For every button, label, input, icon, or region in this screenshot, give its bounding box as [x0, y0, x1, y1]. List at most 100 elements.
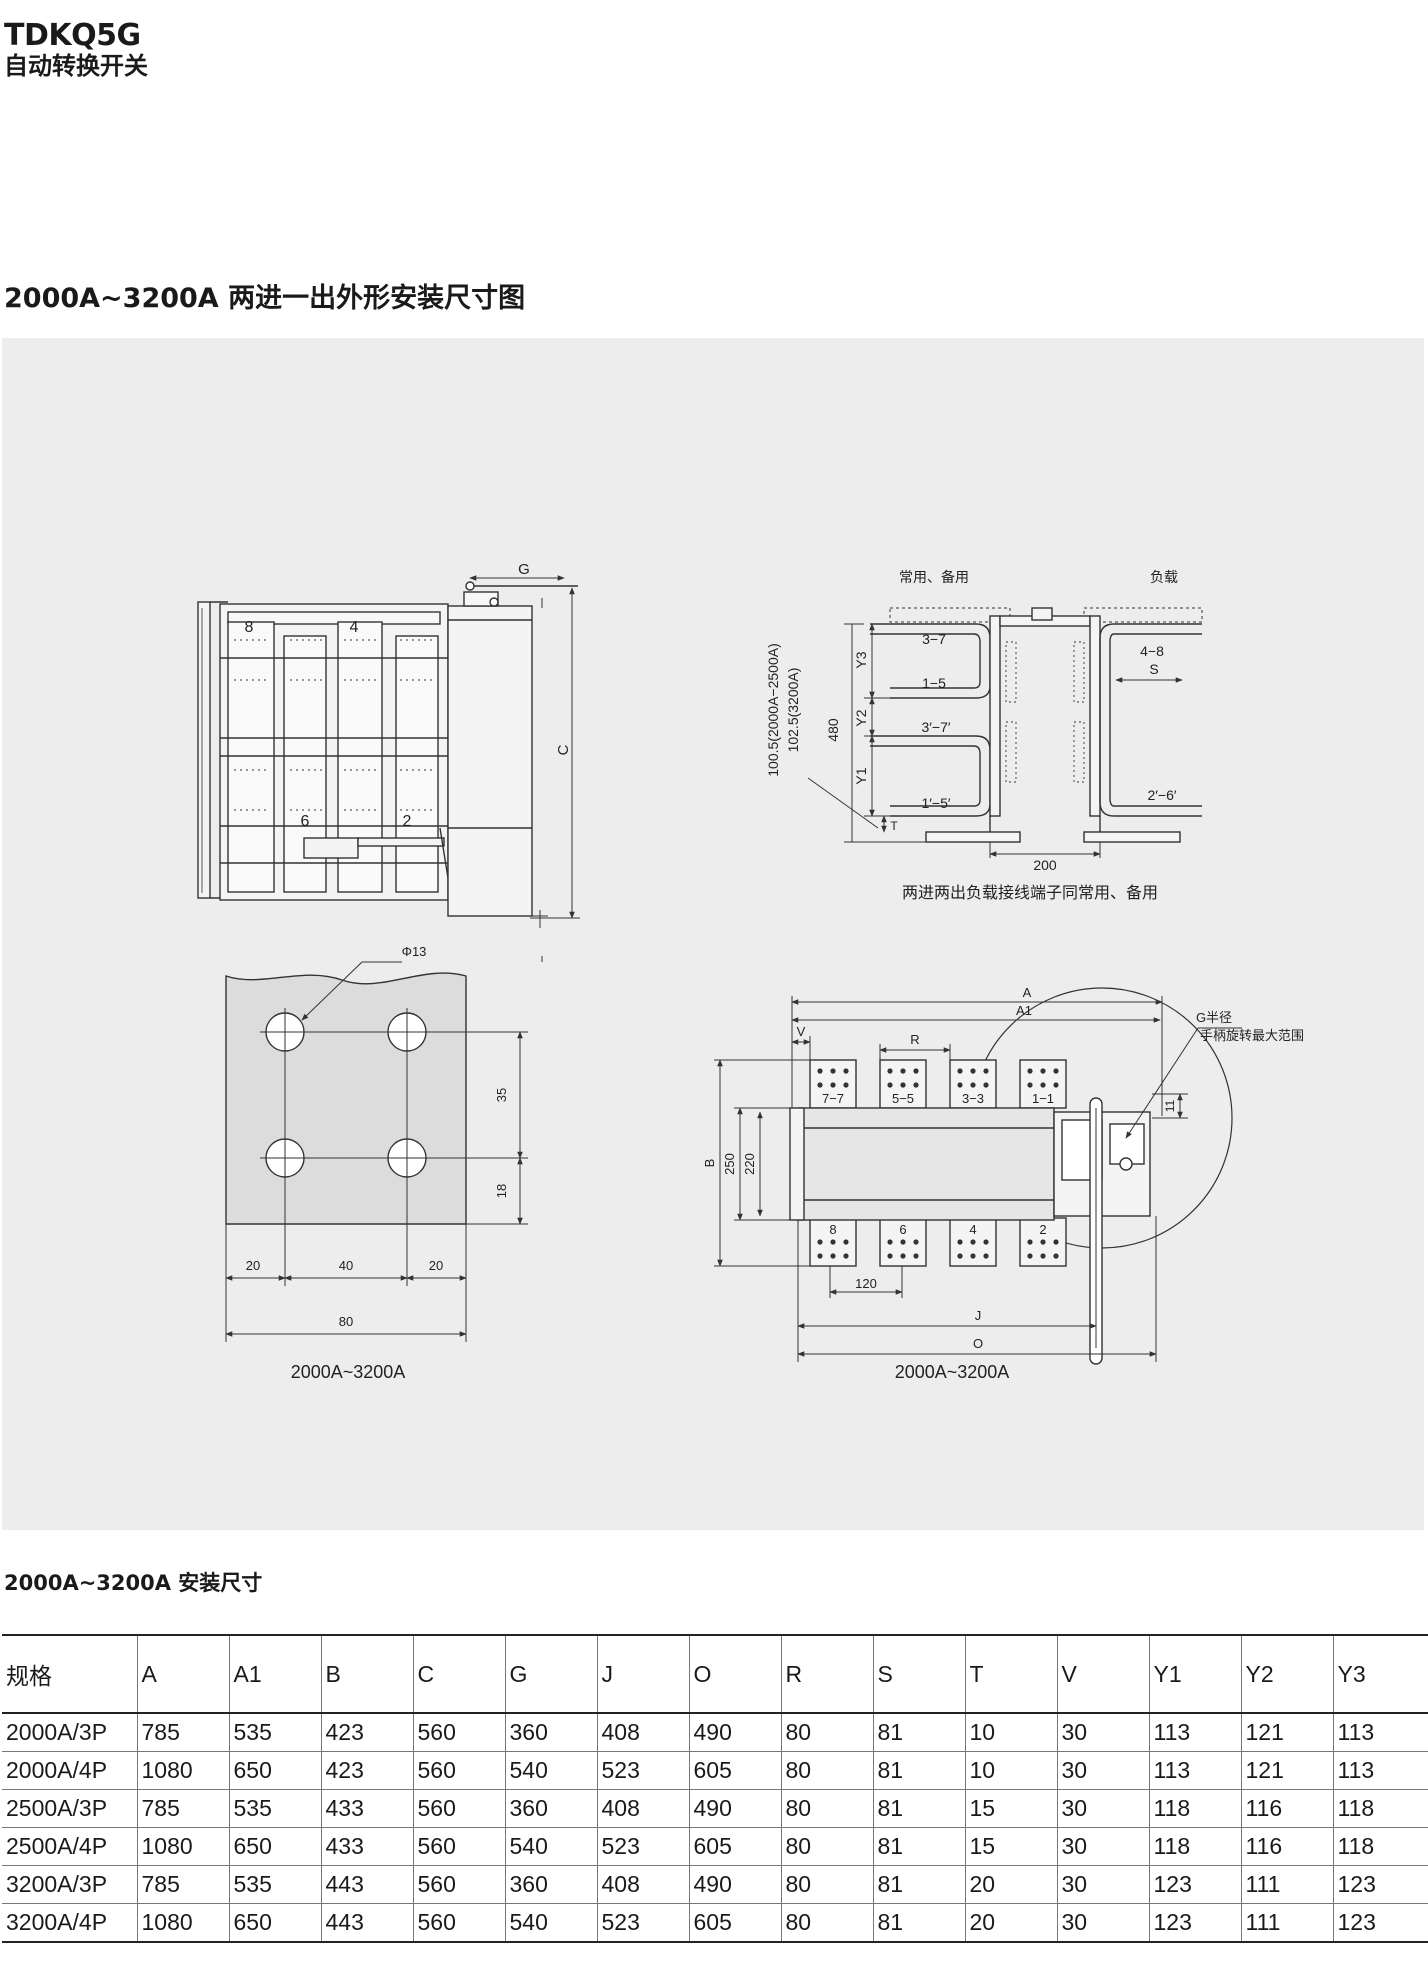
dim-250-label: 250 [722, 1153, 737, 1175]
table-cell: 560 [412, 1751, 505, 1790]
side-label-8: 8 [245, 619, 254, 636]
terminal-label-8: 8 [829, 1222, 836, 1237]
table-cell: 116 [1240, 1827, 1333, 1866]
table-cell: 10 [964, 1751, 1057, 1790]
table-cell: 540 [504, 1827, 597, 1866]
term-label-2p-6p: 2′−6′ [1148, 787, 1177, 803]
table-header-cell: Y1 [1148, 1634, 1241, 1714]
dim-480-label: 480 [825, 718, 841, 742]
table-cell: 605 [688, 1827, 781, 1866]
dim-220-label: 220 [742, 1153, 757, 1175]
table-cell: 80 [780, 1789, 873, 1828]
table-cell: 111 [1240, 1865, 1333, 1904]
table-cell: 1080 [136, 1827, 229, 1866]
table-cell: 408 [596, 1713, 689, 1752]
dim-b-label: B [702, 1159, 717, 1168]
table-cell: 81 [872, 1865, 965, 1904]
dim-o-label: O [973, 1336, 983, 1351]
doc-subtitle: 自动转换开关 [4, 52, 148, 80]
table-cell: 423 [320, 1751, 413, 1790]
table-cell: 81 [872, 1789, 965, 1828]
table-cell: 121 [1240, 1713, 1333, 1752]
label-normal-standby: 常用、备用 [899, 569, 969, 585]
table-cell: 535 [228, 1713, 321, 1752]
dim-18-label: 18 [494, 1184, 509, 1198]
table-cell: 785 [136, 1713, 229, 1752]
table-cell: 30 [1056, 1713, 1149, 1752]
table-cell: 123 [1148, 1903, 1241, 1943]
table-cell: 30 [1056, 1865, 1149, 1904]
side-view [197, 575, 580, 962]
table-cell: 443 [320, 1903, 413, 1943]
dim-200-label: 200 [1033, 857, 1057, 873]
table-cell: 81 [872, 1713, 965, 1752]
table-cell: 785 [136, 1789, 229, 1828]
table-cell: 80 [780, 1751, 873, 1790]
dim-y3-label: Y3 [853, 651, 869, 668]
table-cell: 560 [412, 1789, 505, 1828]
dim-j-label: J [975, 1308, 982, 1323]
table-cell: 113 [1148, 1713, 1241, 1752]
term-label-3p-7p: 3′−7′ [922, 719, 951, 735]
vertical-note-2: 102.5(3200A) [785, 668, 801, 753]
table-cell: 10 [964, 1713, 1057, 1752]
table-cell: 523 [596, 1903, 689, 1943]
terminal-label-4: 4 [969, 1222, 976, 1237]
table-cell: 118 [1148, 1827, 1241, 1866]
table-cell: 423 [320, 1713, 413, 1752]
table-cell: 81 [872, 1751, 965, 1790]
term-label-1p-5p: 1′−5′ [922, 795, 951, 811]
terminal-label-2: 2 [1039, 1222, 1046, 1237]
terminal-label-3-3: 3−3 [962, 1091, 984, 1106]
dim-a-label: A [1023, 985, 1032, 1000]
table-cell: 433 [320, 1789, 413, 1828]
side-label-4: 4 [350, 619, 359, 636]
table-cell: 113 [1332, 1713, 1428, 1752]
dim-r-label: R [910, 1032, 919, 1047]
table-cell: 605 [688, 1751, 781, 1790]
table-cell: 650 [228, 1903, 321, 1943]
table-cell: 20 [964, 1903, 1057, 1943]
table-cell: 30 [1056, 1827, 1149, 1866]
table-header-cell: A [136, 1634, 229, 1714]
table-cell: 560 [412, 1903, 505, 1943]
top-view [714, 987, 1242, 1365]
table-cell: 650 [228, 1827, 321, 1866]
table-cell: 443 [320, 1865, 413, 1904]
dim-120-label: 120 [855, 1276, 877, 1291]
table-cell: 81 [872, 1903, 965, 1943]
table-cell: 80 [780, 1827, 873, 1866]
dim-y1-label: Y1 [853, 767, 869, 784]
dim-35-label: 35 [494, 1088, 509, 1102]
table-cell: 121 [1240, 1751, 1333, 1790]
doc-title: TDKQ5G [4, 18, 141, 53]
table-header-cell: C [412, 1634, 505, 1714]
table-cell: 123 [1332, 1903, 1428, 1943]
table-header-cell: B [320, 1634, 413, 1714]
technical-drawing: 8 4 6 2 G C [197, 561, 1304, 1382]
table-cell: 523 [596, 1751, 689, 1790]
dim-y2-label: Y2 [853, 709, 869, 726]
dim-s-label: S [1149, 661, 1158, 677]
table-cell: 360 [504, 1789, 597, 1828]
table-cell: 785 [136, 1865, 229, 1904]
table-cell: 535 [228, 1865, 321, 1904]
dim-t-label: T [890, 819, 898, 833]
note-handle-range: 手柄旋转最大范围 [1200, 1028, 1304, 1043]
table-cell: 535 [228, 1789, 321, 1828]
dim-g-label: G [518, 561, 530, 578]
table-header-cell: S [872, 1634, 965, 1714]
table-cell: 118 [1148, 1789, 1241, 1828]
table-cell: 123 [1148, 1865, 1241, 1904]
table-header-cell: Y3 [1332, 1634, 1428, 1714]
dim-20-left-label: 20 [246, 1258, 260, 1273]
table-header-cell: T [964, 1634, 1057, 1714]
table-cell: 433 [320, 1827, 413, 1866]
